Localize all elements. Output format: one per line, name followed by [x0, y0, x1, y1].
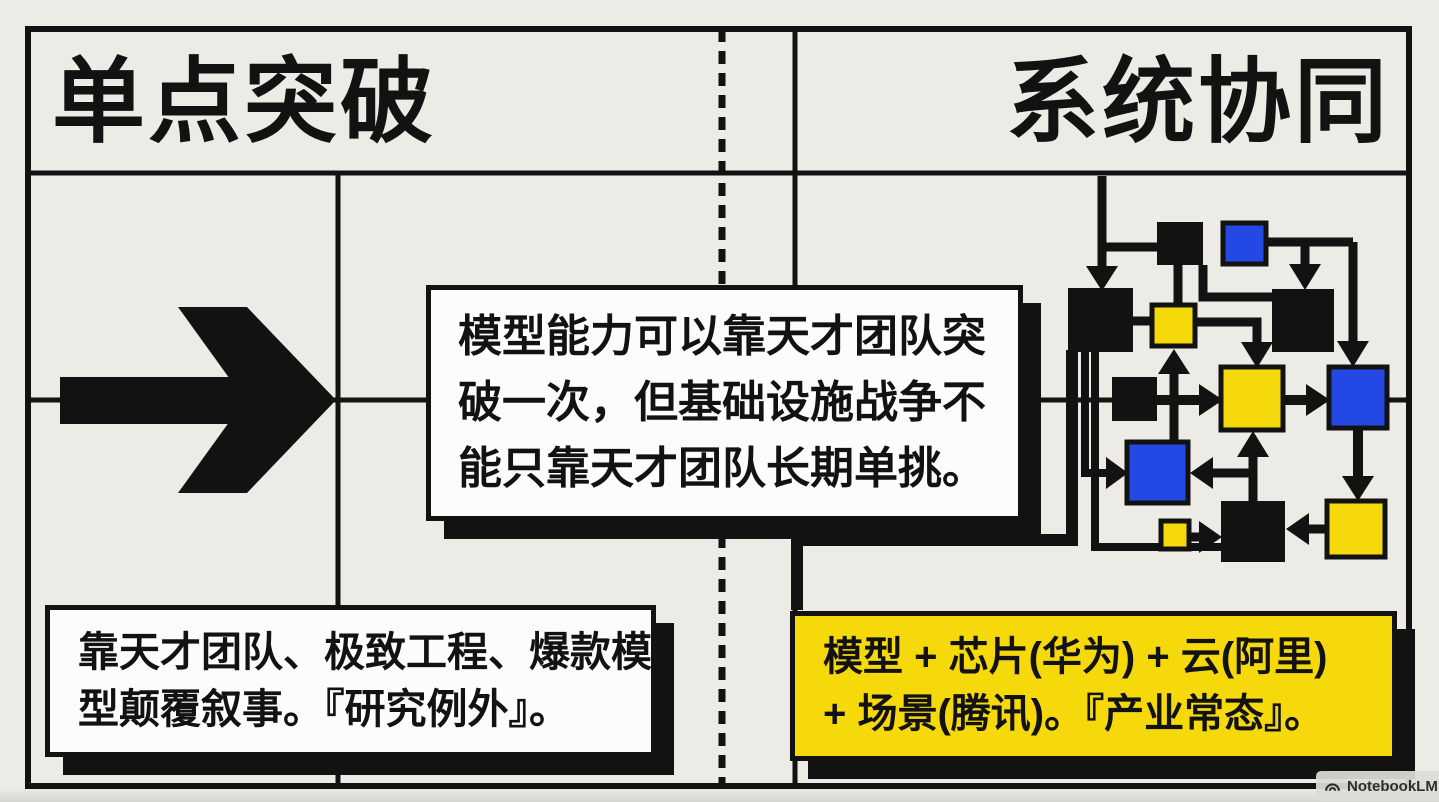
- diagram-edge: [791, 350, 1078, 610]
- diagram-node-blue: [1124, 439, 1191, 506]
- diagram-edge: [1198, 265, 1272, 302]
- diagram-arrowhead: [1289, 264, 1321, 290]
- network-diagram-edges: [791, 176, 1363, 610]
- diagram-node-ink: [1112, 377, 1157, 421]
- diagram-arrowhead: [1086, 266, 1118, 291]
- diagram-node-yellow: [1149, 302, 1198, 349]
- diagram-node-ink: [1221, 501, 1285, 562]
- diagram-edge: [1097, 176, 1157, 252]
- diagram-node-yellow: [1158, 518, 1192, 552]
- diagram-node-ink: [1068, 288, 1133, 352]
- diagram-edge: [1195, 317, 1262, 344]
- diagram-arrowhead: [1106, 457, 1128, 489]
- diagram-node-ink: [1272, 289, 1334, 352]
- diagram-node-ink: [1157, 222, 1203, 265]
- diagram-node-yellow: [1324, 498, 1388, 560]
- note-line: 模型 + 芯片(华为) + 云(阿里): [823, 635, 1328, 679]
- watermark-badge: NotebookLM: [1316, 771, 1439, 801]
- diagram-node-blue: [1220, 220, 1269, 267]
- diagram-arrowhead: [1306, 384, 1330, 416]
- watermark-label: NotebookLM: [1347, 777, 1438, 795]
- diagram-arrowhead: [1190, 457, 1213, 489]
- right-bottom-note-box: 模型 + 芯片(华为) + 云(阿里) + 场景(腾讯)。『产业常态』。: [790, 611, 1397, 761]
- diagram-arrowhead: [1241, 342, 1273, 368]
- diagram-arrowhead: [1199, 521, 1222, 553]
- center-callout-box: 模型能力可以靠天才团队突 破一次，但基础设施战争不 能只靠天才团队长期单挑。: [426, 285, 1023, 521]
- network-diagram-nodes: [1068, 220, 1390, 562]
- diagram-arrowhead: [1286, 513, 1309, 545]
- note-line: + 场景(腾讯)。『产业常态』。: [823, 692, 1325, 736]
- left-bottom-note-box: 靠天才团队、极致工程、爆款模 型颠覆叙事。『研究例外』。: [45, 605, 656, 757]
- note-line: 型颠覆叙事。『研究例外』。: [78, 686, 570, 732]
- left-panel-title: 单点突破: [52, 50, 436, 154]
- callout-line: 能只靠天才团队长期单挑。: [458, 444, 986, 493]
- diagram-arrowhead: [1337, 341, 1369, 367]
- diagram-arrowhead: [1158, 349, 1190, 374]
- note-line: 靠天才团队、极致工程、爆款模: [78, 629, 652, 675]
- diagram-arrowhead: [1199, 384, 1223, 416]
- network-diagram-arrowheads: [1086, 264, 1374, 553]
- big-arrow-icon: [60, 307, 336, 493]
- callout-line: 模型能力可以靠天才团队突: [458, 312, 986, 361]
- bottom-fade: [0, 788, 1439, 802]
- notebooklm-logo-icon: [1325, 782, 1340, 791]
- diagram-node-yellow: [1218, 364, 1286, 433]
- right-panel-title: 系统协同: [1006, 50, 1390, 154]
- diagram-arrowhead: [1237, 431, 1269, 457]
- callout-line: 破一次，但基础设施战争不: [458, 378, 986, 427]
- diagram-node-blue: [1326, 364, 1390, 431]
- diagram-arrowhead: [1342, 476, 1374, 501]
